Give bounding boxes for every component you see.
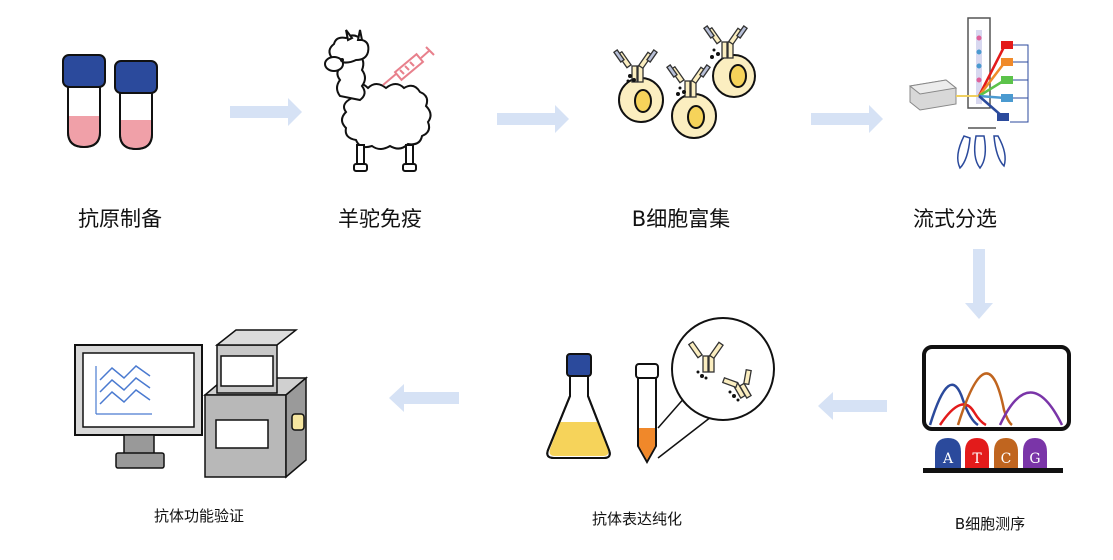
base-A-label: A (942, 451, 954, 467)
vial-icon (114, 60, 158, 151)
base-T-label: T (972, 451, 982, 467)
antigen-marks (626, 48, 720, 96)
chromatogram-icon: A T C G (922, 345, 1071, 473)
flow-arrow-3 (811, 105, 883, 133)
step-label-antigen-prep: 抗原制备 (78, 207, 162, 231)
step-label-functional-validation: 抗体功能验证 (153, 507, 244, 525)
flow-cytometer-icon (908, 17, 1029, 170)
step-label-flow-sorting: 流式分选 (913, 207, 997, 231)
base-C-label: C (1001, 451, 1012, 467)
b-cell-icon (712, 54, 756, 98)
step-label-alpaca-immunization: 羊驼免疫 (338, 207, 422, 231)
flow-arrow-5 (389, 384, 459, 412)
base-G-label: G (1029, 451, 1040, 467)
antibody-icon (613, 49, 658, 83)
vial-icon (62, 54, 106, 149)
flow-arrow-2 (497, 105, 569, 133)
alpaca-eye (340, 58, 344, 62)
antibody-icon (687, 340, 724, 373)
flask-icon (546, 353, 611, 459)
instrument-icon (202, 329, 309, 479)
flow-arrow-4 (818, 392, 887, 420)
base-G-badge (1023, 438, 1047, 468)
antigen-marks (696, 370, 740, 402)
zoom-callout (657, 317, 775, 459)
base-C-badge (994, 438, 1018, 468)
antibody-icon (703, 25, 748, 59)
flow-arrow-1 (230, 98, 302, 126)
step-label-b-cell-enrichment: B细胞富集 (631, 207, 731, 231)
antibody-icon (721, 369, 752, 399)
base-T-badge (965, 438, 989, 468)
flow-arrow-down (965, 249, 993, 319)
base-A-badge (935, 438, 961, 468)
alpaca-icon (324, 29, 432, 172)
syringe-icon (382, 46, 435, 86)
antibody-icon (666, 64, 711, 98)
step-label-b-cell-sequencing: B细胞测序 (954, 515, 1026, 533)
b-cell-icon (618, 77, 664, 123)
computer-icon (74, 344, 203, 469)
b-cell-icon (671, 93, 717, 139)
step-label-antibody-expression: 抗体表达纯化 (591, 510, 682, 528)
conical-tube-icon (635, 363, 659, 465)
